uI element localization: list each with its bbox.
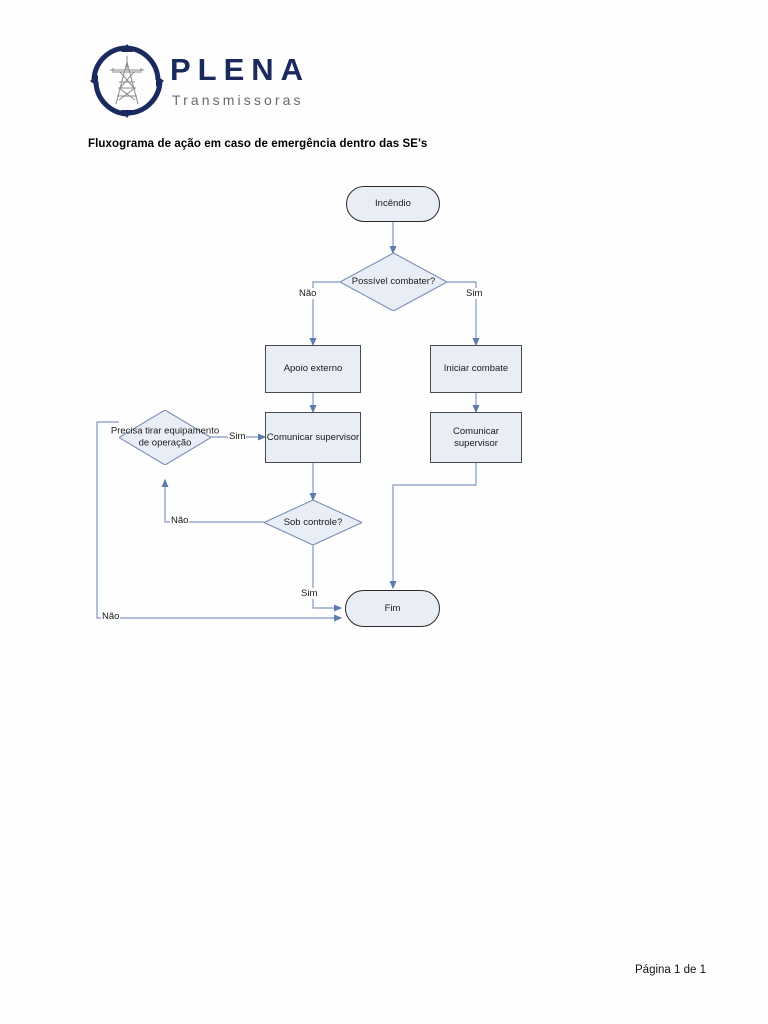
diamond-shape xyxy=(340,253,447,311)
edge-label-sob-nao: Não xyxy=(170,515,190,526)
node-iniciar-combate[interactable]: Iniciar combate xyxy=(430,345,522,393)
edge-label-sob-sim: Sim xyxy=(300,588,319,599)
node-comunicar-supervisor-direita[interactable]: Comunicar supervisor xyxy=(430,412,522,463)
transmission-tower-in-circular-arrows-icon xyxy=(88,42,166,120)
edge-label-precisa-nao: Não xyxy=(101,611,121,622)
node-incendio[interactable]: Incêndio xyxy=(346,186,440,222)
edge-label-possivel-nao: Não xyxy=(298,288,318,299)
diamond-shape xyxy=(264,500,362,545)
node-label: Apoio externo xyxy=(283,363,343,375)
node-fim[interactable]: Fim xyxy=(345,590,440,627)
edge-label-precisa-sim: Sim xyxy=(228,431,247,442)
diamond-shape xyxy=(119,410,211,465)
node-comunicar-supervisor-esquerda[interactable]: Comunicar supervisor xyxy=(265,412,361,463)
node-label: Comunicar supervisor xyxy=(266,431,360,443)
node-label: Comunicar supervisor xyxy=(453,425,499,449)
logo-tagline: Transmissoras xyxy=(172,92,304,108)
node-precisa-tirar-equipamento[interactable]: Precisa tirar equipamento de operação xyxy=(111,410,219,465)
node-apoio-externo[interactable]: Apoio externo xyxy=(265,345,361,393)
page-title: Fluxograma de ação em caso de emergência… xyxy=(88,138,428,150)
node-label: Fim xyxy=(384,602,401,614)
node-possivel-combater[interactable]: Possível combater? xyxy=(340,253,447,311)
page-footer: Página 1 de 1 xyxy=(635,964,706,976)
logo-wordmark: PLENA xyxy=(170,52,311,87)
edge-label-possivel-sim: Sim xyxy=(465,288,484,299)
node-sob-controle[interactable]: Sob controle? xyxy=(264,500,362,545)
node-label: Iniciar combate xyxy=(443,363,509,375)
node-label: Incêndio xyxy=(375,198,411,210)
company-logo: PLENA Transmissoras xyxy=(88,40,418,125)
